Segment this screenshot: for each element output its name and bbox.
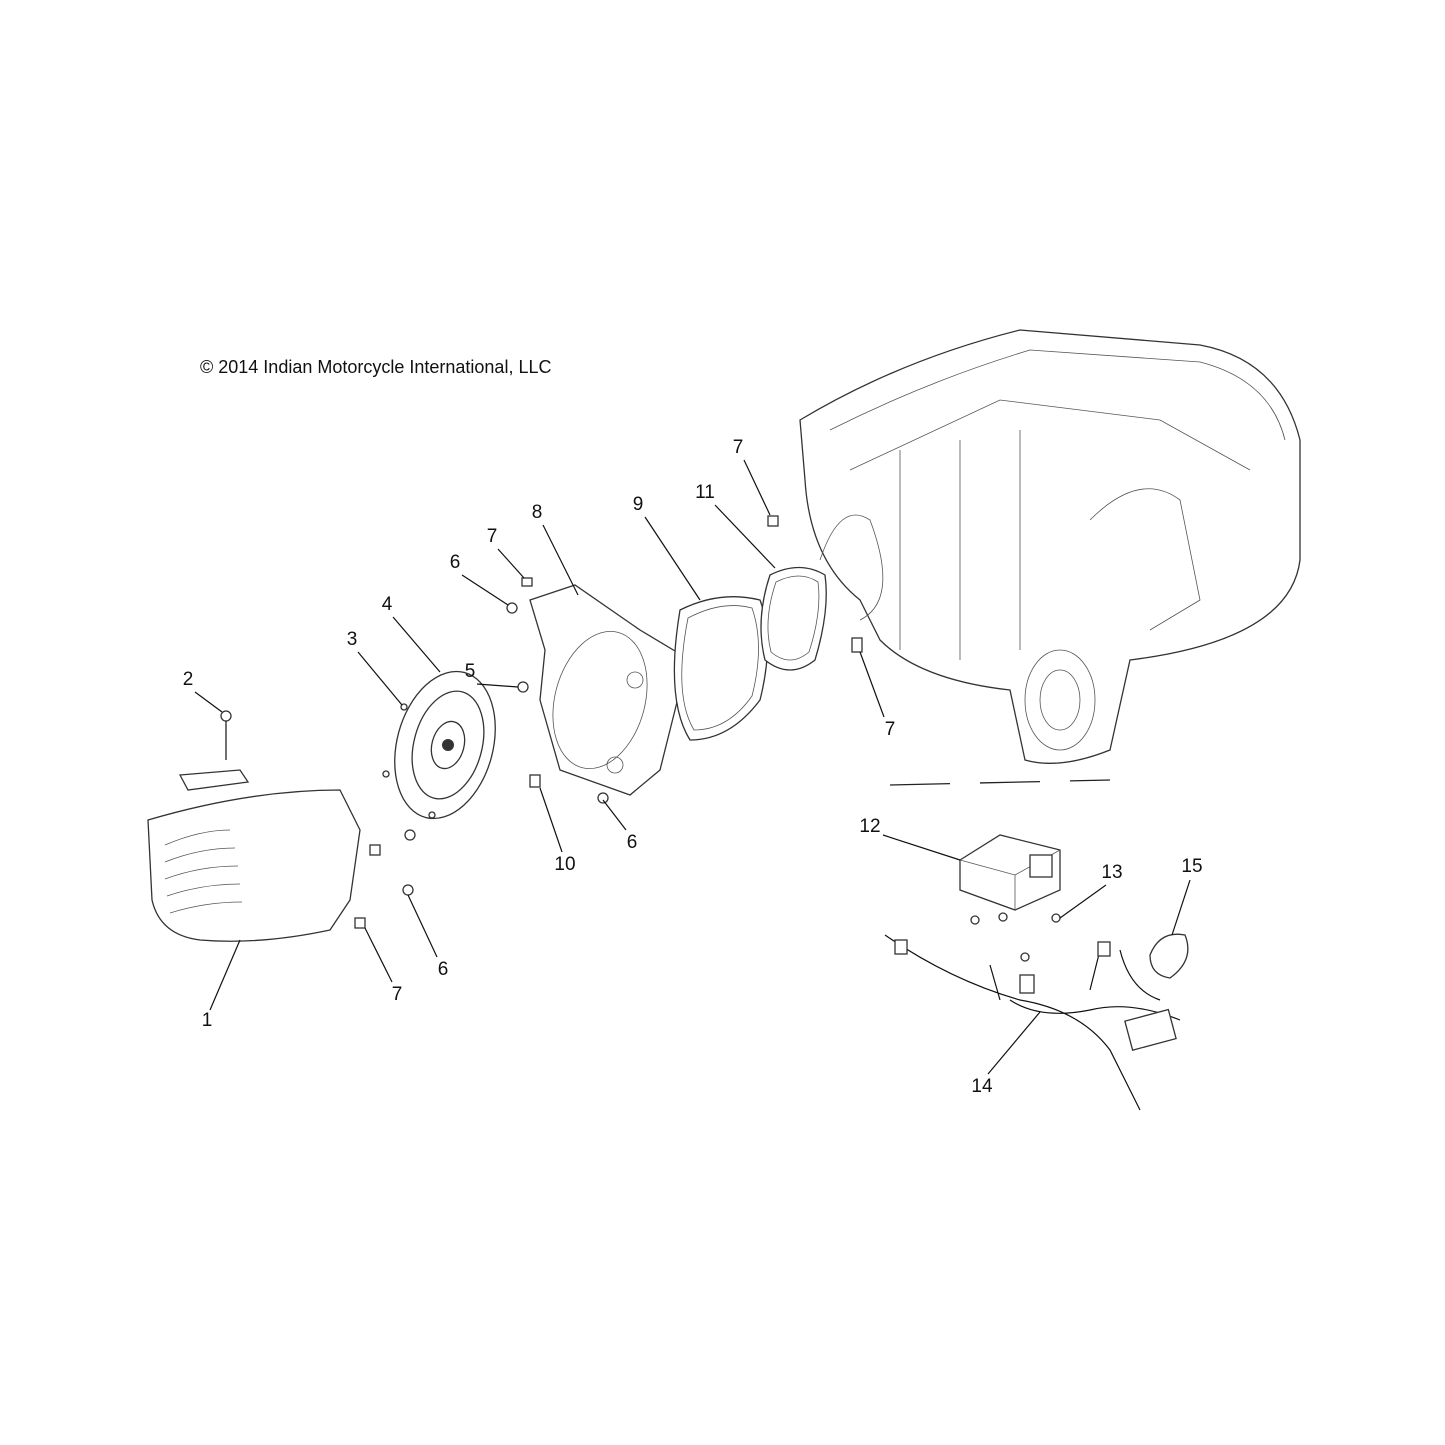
part-3-screw — [382, 770, 390, 778]
callout-7: 7 — [486, 526, 498, 547]
part-13-nut — [1020, 952, 1030, 962]
part-8-speaker-bracket — [529, 584, 691, 796]
part-9-gasket — [673, 596, 769, 741]
part-7-clip — [767, 515, 779, 527]
callout-7: 7 — [391, 984, 403, 1005]
part-3-screw — [428, 811, 436, 819]
callout-8: 8 — [531, 502, 543, 523]
callout-9: 9 — [632, 494, 644, 515]
part-7-clip — [369, 844, 381, 856]
callout-7: 7 — [732, 437, 744, 458]
callout-4: 4 — [381, 594, 393, 615]
callout-6: 6 — [626, 832, 638, 853]
callout-6: 6 — [449, 552, 461, 573]
part-11-gasket — [760, 566, 827, 671]
part-2-screw — [220, 710, 232, 760]
part-5-nut — [517, 681, 529, 693]
callout-14: 14 — [971, 1076, 993, 1097]
saddlebag-housing — [799, 329, 1301, 764]
callout-11: 11 — [695, 482, 715, 503]
callout-1: 1 — [201, 1010, 213, 1031]
part-7-clip — [521, 577, 533, 587]
callout-7: 7 — [884, 719, 896, 740]
callout-6: 6 — [437, 959, 449, 980]
callout-5: 5 — [464, 661, 476, 682]
part-13-nut — [1051, 913, 1061, 923]
callout-13: 13 — [1101, 862, 1123, 883]
part-6-screw — [506, 602, 518, 614]
part-15-cable-tie — [1149, 933, 1189, 979]
callout-10: 10 — [554, 854, 576, 875]
part-14-wire-harness — [884, 934, 1181, 1111]
leader-lines — [194, 459, 1191, 1075]
part-7-clip — [851, 637, 863, 653]
part-3-screw — [400, 703, 408, 711]
callout-15: 15 — [1181, 856, 1203, 877]
part-13-nut — [970, 915, 980, 925]
part-12-amplifier — [959, 834, 1061, 911]
callout-2: 2 — [182, 669, 194, 690]
part-1-grille-cover — [147, 769, 361, 942]
copyright-notice: © 2014 Indian Motorcycle International, … — [200, 357, 552, 377]
part-6-screw — [402, 884, 414, 896]
part-10-clip — [529, 774, 541, 788]
callout-3: 3 — [346, 629, 358, 650]
part-13-nut — [998, 912, 1008, 922]
part-7-clip — [354, 917, 366, 929]
part-6-screw — [597, 792, 609, 804]
section-divider — [889, 779, 1111, 786]
part-6-screw — [404, 829, 416, 841]
callout-12: 12 — [859, 816, 881, 837]
part-4-speaker — [394, 670, 496, 820]
